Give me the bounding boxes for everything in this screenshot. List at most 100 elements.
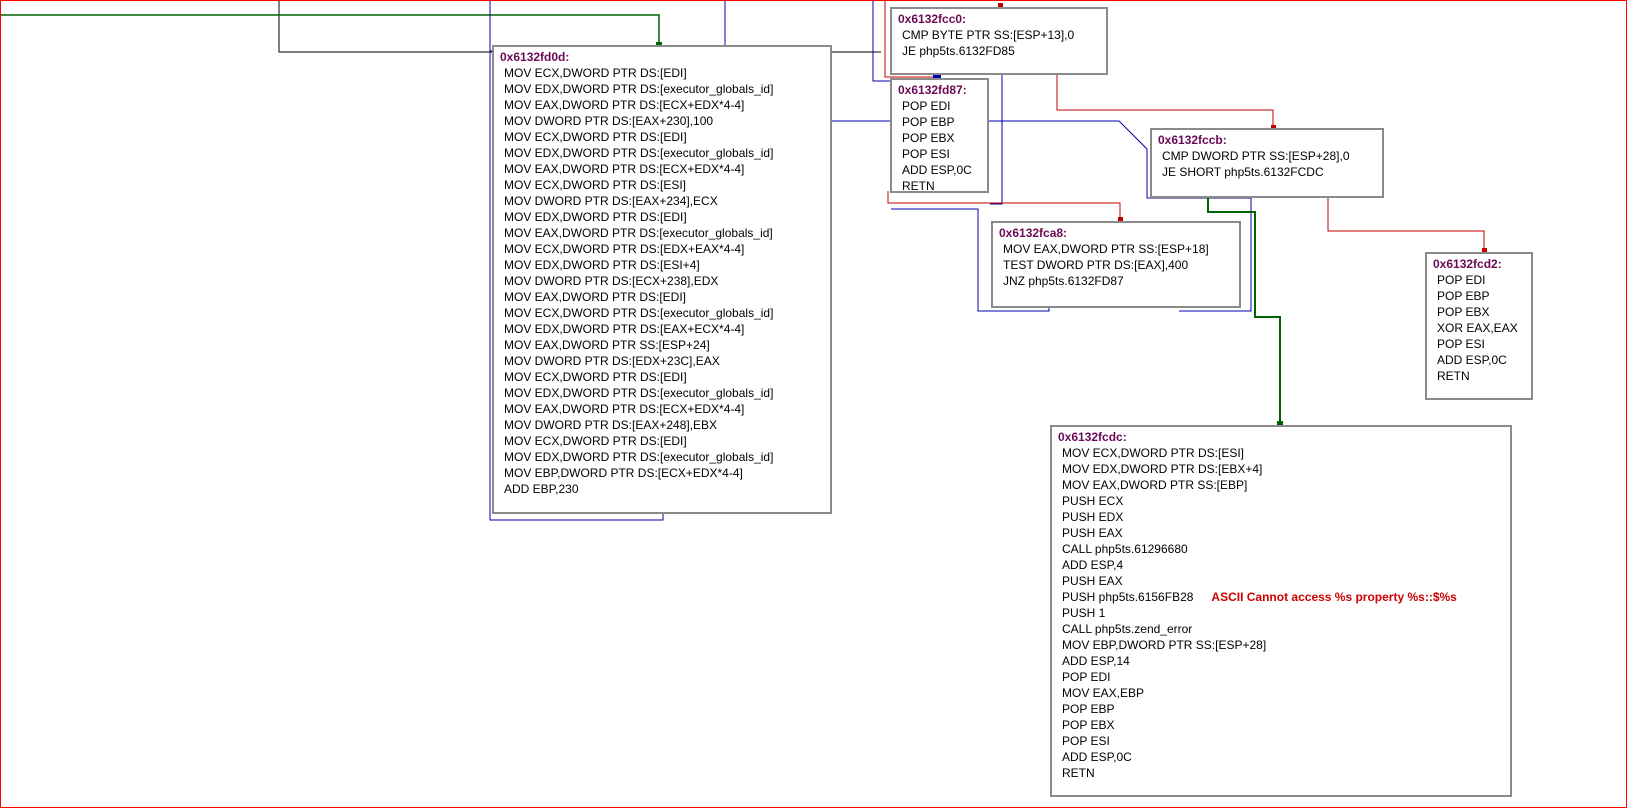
instruction-text: ADD ESP,14: [1062, 654, 1130, 668]
instruction-line[interactable]: MOV EAX,DWORD PTR SS:[ESP+24]: [504, 337, 824, 353]
instruction-text: ADD ESP,0C: [1437, 353, 1507, 367]
instruction-line[interactable]: MOV EDX,DWORD PTR DS:[executor_globals_i…: [504, 385, 824, 401]
instruction-line[interactable]: POP EDI: [1062, 669, 1504, 685]
instruction-line[interactable]: POP EDI: [1437, 272, 1525, 288]
instruction-line[interactable]: MOV ECX,DWORD PTR DS:[ESI]: [504, 177, 824, 193]
instruction-line[interactable]: POP EBX: [902, 130, 981, 146]
instruction-line[interactable]: MOV ECX,DWORD PTR DS:[EDI]: [504, 369, 824, 385]
instruction-line[interactable]: CMP BYTE PTR SS:[ESP+13],0: [902, 27, 1100, 43]
instruction-line[interactable]: MOV EAX,DWORD PTR SS:[ESP+18]: [1003, 241, 1233, 257]
instruction-line[interactable]: MOV ECX,DWORD PTR DS:[executor_globals_i…: [504, 305, 824, 321]
instruction-text: MOV EAX,DWORD PTR DS:[ECX+EDX*4-4]: [504, 98, 745, 112]
code-block-6132fca8[interactable]: 0x6132fca8: MOV EAX,DWORD PTR SS:[ESP+18…: [991, 221, 1241, 308]
instruction-text: MOV DWORD PTR DS:[EAX+230],100: [504, 114, 714, 128]
code-block-6132fcdc[interactable]: 0x6132fcdc: MOV ECX,DWORD PTR DS:[ESI]MO…: [1050, 425, 1512, 797]
instruction-line[interactable]: MOV EAX,DWORD PTR DS:[ECX+EDX*4-4]: [504, 161, 824, 177]
instruction-line[interactable]: MOV DWORD PTR DS:[EAX+234],ECX: [504, 193, 824, 209]
edge-red-fccb-to-fcd2: [1327, 197, 1485, 251]
instruction-line[interactable]: MOV ECX,DWORD PTR DS:[EDI]: [504, 129, 824, 145]
instruction-line[interactable]: PUSH EAX: [1062, 573, 1504, 589]
code-block-6132fd0d[interactable]: 0x6132fd0d: MOV ECX,DWORD PTR DS:[EDI]MO…: [492, 45, 832, 514]
instruction-line[interactable]: POP EBX: [1437, 304, 1525, 320]
instruction-text: PUSH ECX: [1062, 494, 1124, 508]
instruction-line[interactable]: MOV DWORD PTR DS:[EDX+23C],EAX: [504, 353, 824, 369]
instruction-line[interactable]: MOV DWORD PTR DS:[EAX+248],EBX: [504, 417, 824, 433]
instruction-line[interactable]: MOV EDX,DWORD PTR DS:[EBX+4]: [1062, 461, 1504, 477]
instruction-text: CMP DWORD PTR SS:[ESP+28],0: [1162, 149, 1350, 163]
instruction-line[interactable]: JNZ php5ts.6132FD87: [1003, 273, 1233, 289]
instruction-comment: ASCII Cannot access %s property %s::$%s: [1211, 590, 1457, 604]
instruction-line[interactable]: MOV EAX,EBP: [1062, 685, 1504, 701]
instruction-line[interactable]: POP ESI: [1437, 336, 1525, 352]
edge-red-fd87-top: [884, 1, 933, 78]
instruction-line[interactable]: MOV ECX,DWORD PTR DS:[ESI]: [1062, 445, 1504, 461]
instruction-line[interactable]: MOV EDX,DWORD PTR DS:[executor_globals_i…: [504, 449, 824, 465]
instruction-line[interactable]: JE php5ts.6132FD85: [902, 43, 1100, 59]
instruction-line[interactable]: MOV EBP,DWORD PTR DS:[ECX+EDX*4-4]: [504, 465, 824, 481]
instruction-text: MOV ECX,DWORD PTR DS:[EDI]: [504, 66, 687, 80]
instruction-line[interactable]: MOV EAX,DWORD PTR DS:[ECX+EDX*4-4]: [504, 401, 824, 417]
instruction-line[interactable]: POP EBP: [902, 114, 981, 130]
instruction-line[interactable]: POP EBP: [1062, 701, 1504, 717]
instruction-line[interactable]: ADD ESP,0C: [1062, 749, 1504, 765]
instruction-text: MOV EAX,DWORD PTR SS:[ESP+24]: [504, 338, 710, 352]
instruction-line[interactable]: MOV EAX,DWORD PTR DS:[EDI]: [504, 289, 824, 305]
instruction-line[interactable]: ADD ESP,0C: [1437, 352, 1525, 368]
instruction-line[interactable]: ADD ESP,0C: [902, 162, 981, 178]
instruction-line[interactable]: PUSH EAX: [1062, 525, 1504, 541]
instruction-line[interactable]: MOV ECX,DWORD PTR DS:[EDI]: [504, 65, 824, 81]
instruction-line[interactable]: JE SHORT php5ts.6132FCDC: [1162, 164, 1376, 180]
instruction-line[interactable]: POP EBP: [1437, 288, 1525, 304]
instruction-line[interactable]: TEST DWORD PTR DS:[EAX],400: [1003, 257, 1233, 273]
instruction-line[interactable]: ADD ESP,4: [1062, 557, 1504, 573]
instruction-text: MOV EAX,DWORD PTR DS:[EDI]: [504, 290, 687, 304]
instruction-line[interactable]: MOV EAX,DWORD PTR SS:[EBP]: [1062, 477, 1504, 493]
instruction-text: CALL php5ts.zend_error: [1062, 622, 1193, 636]
instruction-text: POP EBP: [1062, 702, 1115, 716]
instruction-line[interactable]: MOV EDX,DWORD PTR DS:[EDI]: [504, 209, 824, 225]
instruction-line[interactable]: ADD EBP,230: [504, 481, 824, 497]
instruction-line[interactable]: ADD ESP,14: [1062, 653, 1504, 669]
instruction-line[interactable]: MOV EDX,DWORD PTR DS:[executor_globals_i…: [504, 145, 824, 161]
instruction-line[interactable]: POP EDI: [902, 98, 981, 114]
instruction-text: MOV DWORD PTR DS:[ECX+238],EDX: [504, 274, 719, 288]
instruction-line[interactable]: RETN: [1062, 765, 1504, 781]
edge-marker: [1277, 421, 1283, 427]
instruction-line[interactable]: MOV EAX,DWORD PTR DS:[ECX+EDX*4-4]: [504, 97, 824, 113]
instruction-line[interactable]: POP ESI: [1062, 733, 1504, 749]
instruction-line[interactable]: CALL php5ts.zend_error: [1062, 621, 1504, 637]
instruction-line[interactable]: PUSH 1: [1062, 605, 1504, 621]
instruction-line[interactable]: MOV EDX,DWORD PTR DS:[executor_globals_i…: [504, 81, 824, 97]
instruction-text: POP ESI: [902, 147, 950, 161]
instruction-line[interactable]: PUSH ECX: [1062, 493, 1504, 509]
instruction-line[interactable]: MOV ECX,DWORD PTR DS:[EDI]: [504, 433, 824, 449]
instruction-line[interactable]: RETN: [1437, 368, 1525, 384]
instruction-line[interactable]: POP EBX: [1062, 717, 1504, 733]
instruction-text: POP EBX: [902, 131, 955, 145]
instruction-line[interactable]: MOV DWORD PTR DS:[ECX+238],EDX: [504, 273, 824, 289]
instruction-text: POP ESI: [1062, 734, 1110, 748]
instruction-line[interactable]: MOV EDX,DWORD PTR DS:[ESI+4]: [504, 257, 824, 273]
instruction-line[interactable]: CMP DWORD PTR SS:[ESP+28],0: [1162, 148, 1376, 164]
instruction-line[interactable]: MOV EAX,DWORD PTR DS:[executor_globals_i…: [504, 225, 824, 241]
instruction-line[interactable]: MOV DWORD PTR DS:[EAX+230],100: [504, 113, 824, 129]
instruction-line[interactable]: MOV EBP,DWORD PTR SS:[ESP+28]: [1062, 637, 1504, 653]
instruction-line[interactable]: RETN: [902, 178, 981, 194]
instruction-line[interactable]: PUSH EDX: [1062, 509, 1504, 525]
instruction-line[interactable]: MOV EDX,DWORD PTR DS:[EAX+ECX*4-4]: [504, 321, 824, 337]
instruction-line[interactable]: XOR EAX,EAX: [1437, 320, 1525, 336]
instruction-line[interactable]: POP ESI: [902, 146, 981, 162]
instruction-line[interactable]: MOV ECX,DWORD PTR DS:[EDX+EAX*4-4]: [504, 241, 824, 257]
instruction-text: MOV EAX,DWORD PTR DS:[ECX+EDX*4-4]: [504, 162, 745, 176]
instruction-text: PUSH 1: [1062, 606, 1106, 620]
instruction-text: MOV EDX,DWORD PTR DS:[ESI+4]: [504, 258, 700, 272]
instruction-line[interactable]: CALL php5ts.61296680: [1062, 541, 1504, 557]
